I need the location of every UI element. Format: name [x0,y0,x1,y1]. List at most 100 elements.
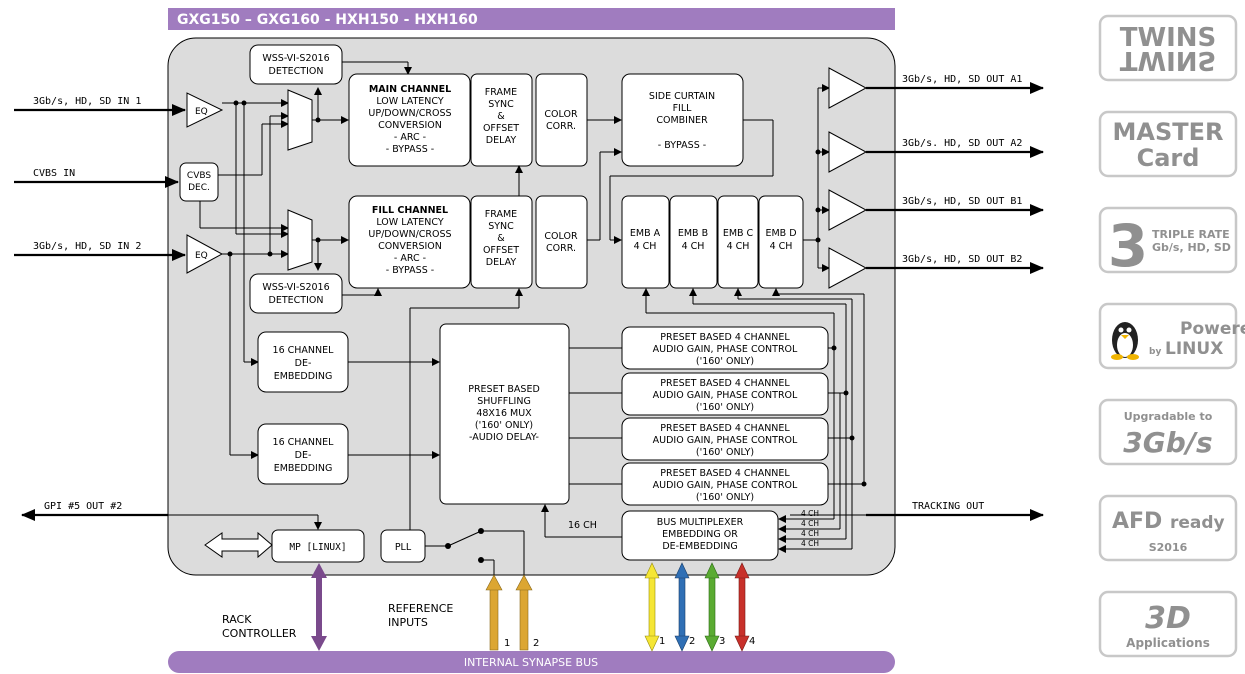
badge-twins-line1: TWINS [1120,23,1217,53]
emb-label: EMB A [630,228,661,239]
side-curtain-line: COMBINER [656,115,708,126]
badge-master-line2: Card [1137,144,1200,172]
audio-gain-line: ('160' ONLY) [696,447,754,458]
internal-bus-label: INTERNAL SYNAPSE BUS [464,656,598,669]
ref-arrow-2 [519,587,529,651]
frame-sync-line: FRAME [485,87,517,98]
reference-label-line2: INPUTS [388,616,428,629]
color-corr-line: CORR. [546,121,576,132]
frame-sync-main [470,73,533,167]
deembed-line: 16 CHANNEL [273,345,335,356]
audio-gain-line: AUDIO GAIN, PHASE CONTROL [653,480,798,491]
side-curtain-line: SIDE CURTAIN [649,91,715,102]
eq-amplifier-1 [186,92,224,128]
wss-top-line2: DETECTION [269,66,324,77]
bus-num-3: 3 [719,636,725,647]
wss-detection-bottom [249,273,343,314]
frame-sync-line: DELAY [486,135,517,146]
cvbs-dec-line1: CVBS [187,171,211,181]
audio-gain-line: PRESET BASED 4 CHANNEL [660,468,790,479]
bus-mux-line: DE-EMBEDDING [662,541,737,552]
badge-triple-rate: 3 TRIPLE RATE Gb/s, HD, SD [1098,206,1238,280]
frame-sync-line: SYNC [488,221,514,232]
frame-sync-fill [470,195,533,289]
shuffling-line: -AUDIO DELAY- [469,432,539,443]
bus-mux-line: EMBEDDING OR [662,529,738,540]
ref-num-2: 2 [533,638,539,649]
deembed-line: DE- [295,450,312,461]
wss-bottom-line1: WSS-VI-S2016 [262,282,329,293]
emb-label: EMB D [765,228,796,239]
color-corr-line: CORR. [546,243,576,254]
shuffling-line: 48X16 MUX [476,408,532,419]
badge-powered-linux: Powered by LINUX [1098,302,1245,370]
emb-label: 4 CH [634,241,657,252]
reference-label-line1: REFERENCE [388,602,453,615]
fill-channel-title: FILL CHANNEL [372,205,448,216]
badge-afd-line1: AFD [1112,509,1162,534]
main-channel-line: UP/DOWN/CROSS [368,108,451,119]
badge-3d-line1: 3D [1145,601,1191,636]
tracking-out-label: TRACKING OUT [912,501,984,512]
badge-master-card: MASTER Card [1098,110,1238,178]
bus-num-2: 2 [689,636,695,647]
badge-master-line1: MASTER [1113,118,1224,146]
badge-3d: 3D Applications [1098,590,1238,658]
ch4-label: 4 CH [801,509,819,518]
fill-channel-line: LOW LATENCY [376,217,443,228]
deembed-line: EMBEDDING [274,463,333,474]
color-corr-fill [535,195,588,289]
mp-bidirectional-arrow [204,531,273,559]
bus-arrow-1 [644,562,660,652]
emb-label: 4 CH [727,241,750,252]
rack-arrow-head-down [311,636,327,651]
badge-3d-line2: Applications [1126,636,1210,650]
cvbs-in-label: CVBS IN [33,168,75,179]
main-channel-line: - ARC - [394,132,426,143]
main-channel-line: - BYPASS - [386,144,434,155]
audio-gain-line: PRESET BASED 4 CHANNEL [660,332,790,343]
wss-bottom-line2: DETECTION [269,295,324,306]
wss-top-line1: WSS-VI-S2016 [262,53,329,64]
audio-gain-2 [621,372,829,416]
ref-arrow-1 [489,587,499,651]
emb-d [758,195,804,289]
deembed-2 [257,423,349,485]
tux-icon [1111,322,1139,360]
eq-label-2: EQ [195,251,208,261]
audio-gain-line: ('160' ONLY) [696,492,754,503]
badge-afd-line2: S2016 [1149,541,1188,554]
header-band [168,8,895,30]
eq-label-1: EQ [195,107,208,117]
badge-powered-line2: LINUX [1165,339,1223,359]
color-corr-line: COLOR [544,231,578,242]
input-mux-main [287,89,313,151]
out-b2-label: 3Gb/s, HD, SD OUT B2 [902,254,1022,265]
ch16-label: 16 CH [568,520,597,531]
frame-sync-line: FRAME [485,209,517,220]
out-b1-label: 3Gb/s, HD, SD OUT B1 [902,196,1022,207]
out-a1-label: 3Gb/s, HD, SD OUT A1 [902,74,1022,85]
bus-num-4: 4 [749,636,755,647]
badge-upgradable-line1: Upgradable to [1124,410,1213,423]
eq-amplifier-2 [186,234,224,274]
deembed-line: EMBEDDING [274,371,333,382]
shuffling-line: PRESET BASED [468,384,540,395]
ch4-label: 4 CH [801,519,819,528]
cvbs-decoder [179,162,219,202]
gpi-label: GPI #5 OUT #2 [44,501,122,512]
color-corr-main [535,73,588,167]
badge-afd-ready: ready [1170,513,1225,533]
audio-gain-line: AUDIO GAIN, PHASE CONTROL [653,435,798,446]
audio-gain-line: AUDIO GAIN, PHASE CONTROL [653,344,798,355]
audio-gain-line: PRESET BASED 4 CHANNEL [660,378,790,389]
input-mux-fill [287,209,313,271]
main-channel-line: LOW LATENCY [376,96,443,107]
pll-label: PLL [395,542,412,553]
bus-num-1: 1 [659,636,665,647]
sdi-in-2-label: 3Gb/s, HD, SD IN 2 [33,241,141,252]
audio-gain-line: ('160' ONLY) [696,356,754,367]
badge-triple-line2: Gb/s, HD, SD [1152,241,1231,254]
fill-channel-line: - ARC - [394,253,426,264]
